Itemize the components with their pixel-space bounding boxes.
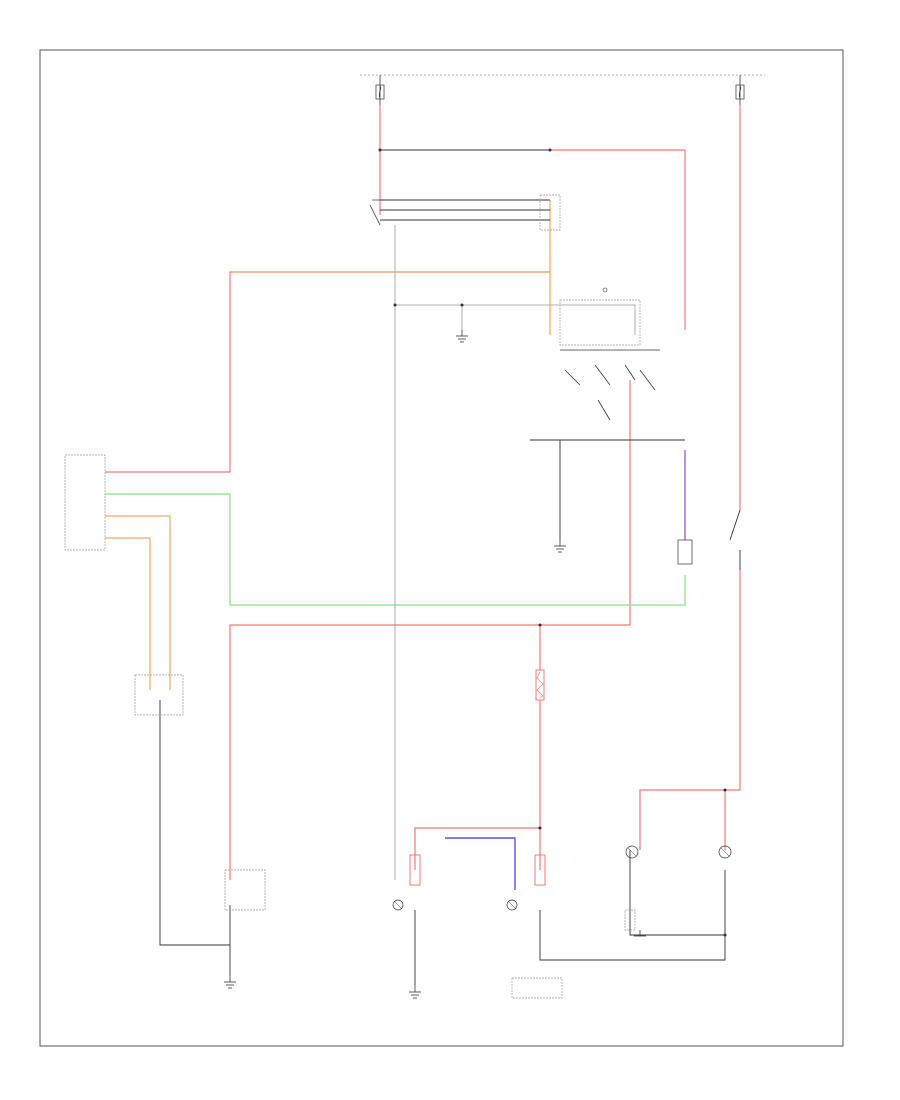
resistor-icon — [535, 669, 545, 701]
ground-icon — [456, 330, 468, 343]
lamp-icon — [625, 845, 639, 859]
diagram-frame — [39, 49, 844, 1047]
ground-icon — [409, 985, 421, 999]
right-tail-lamp — [718, 845, 732, 859]
left-tail-lamp — [625, 845, 639, 859]
connector-icon — [224, 869, 266, 911]
orange-wire-network — [105, 200, 551, 690]
left-control-module — [64, 454, 106, 551]
connector-icon — [624, 909, 636, 931]
fuse-icon — [375, 84, 385, 100]
blue-wire — [445, 837, 516, 890]
red-wire-network — [105, 105, 741, 880]
black-wire-network — [159, 149, 726, 985]
connector-icon — [511, 977, 563, 999]
gray-wire-network — [394, 225, 636, 880]
switch-icon — [729, 509, 741, 570]
lamp-icon — [718, 845, 732, 859]
right-headlamp — [506, 854, 546, 911]
left-headlamp — [392, 854, 421, 911]
relay-coil-icon — [677, 539, 693, 565]
ground-icon — [634, 930, 646, 937]
switch-icon — [564, 364, 656, 421]
lamp-icon — [506, 899, 518, 911]
green-wire — [105, 493, 686, 606]
top-power-bus — [360, 74, 765, 105]
connector-icon — [134, 674, 184, 716]
fuse-icon — [735, 84, 745, 100]
splice-points — [378, 148, 727, 937]
ground-icon — [554, 540, 566, 553]
dimmer-passing-switch[interactable] — [559, 287, 660, 421]
lamp-icon — [392, 899, 404, 911]
headlight-switch[interactable] — [369, 194, 561, 231]
ground-icon — [224, 975, 236, 989]
